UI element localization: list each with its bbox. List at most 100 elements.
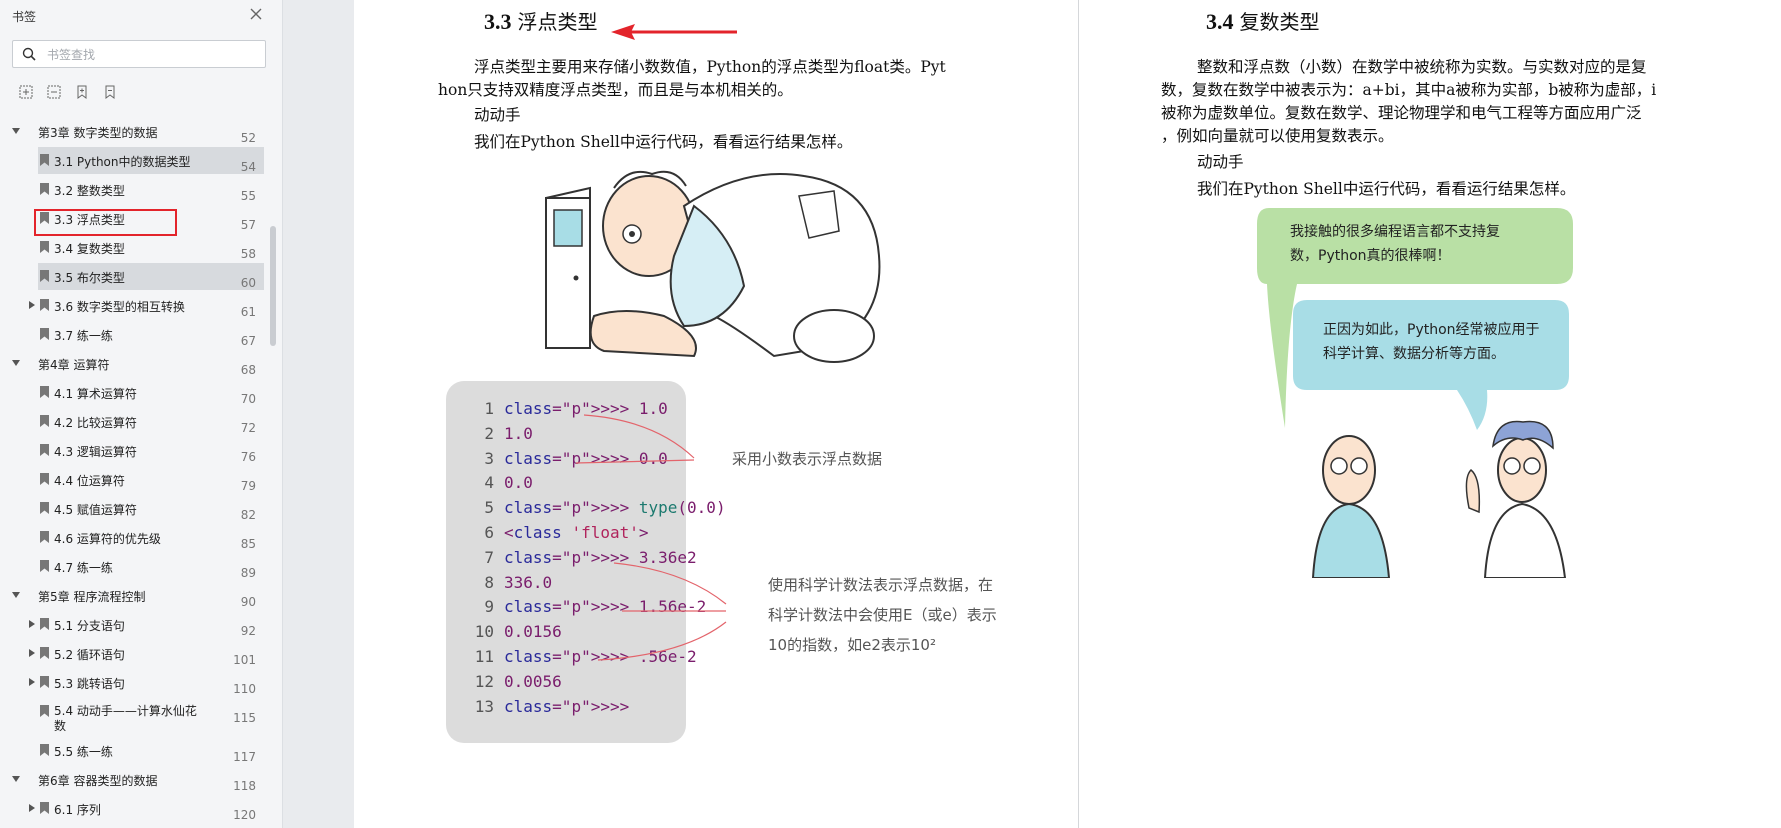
search-icon	[22, 47, 36, 61]
bookmark-icon	[40, 299, 49, 311]
collapse-all-icon[interactable]	[46, 84, 62, 100]
collapsed-arrow-icon[interactable]	[28, 649, 36, 657]
close-icon[interactable]	[248, 6, 264, 22]
red-arrow-annotation	[611, 24, 737, 40]
toc-item-label: 5.2 循环语句	[54, 648, 125, 662]
code-text: class="p">>>> 1.0	[504, 399, 668, 418]
bookmark-search-input[interactable]	[45, 44, 259, 66]
collapsed-arrow-icon[interactable]	[28, 678, 36, 686]
code-note-decimal: 采用小数表示浮点数据	[732, 450, 883, 468]
green-speech-bubble: 我接触的很多编程语言都不支持复 数，Python真的很棒啊！	[1290, 220, 1500, 268]
toc-item-page: 82	[240, 508, 256, 522]
toc-item-page: 70	[240, 392, 256, 406]
add-bookmark-icon[interactable]	[74, 84, 90, 100]
toc-item-label: 4.2 比较运算符	[54, 416, 137, 430]
sidebar-scrollbar[interactable]	[270, 226, 276, 346]
bookmark-icon	[40, 705, 49, 717]
bookmark-icon	[40, 618, 49, 630]
line-number: 6	[484, 523, 494, 542]
toc-item-label: 6.1 序列	[54, 803, 101, 817]
peeking-man-illustration	[545, 170, 881, 363]
bookmark-icon	[40, 531, 49, 543]
toc-item-label: 5.5 练一练	[54, 745, 113, 759]
toc-item[interactable]: 第5章 程序流程控制 90	[0, 582, 264, 611]
bookmark-icon	[40, 328, 49, 340]
bubble-text: 科学计算、数据分析等方面。	[1323, 346, 1505, 362]
collapsed-arrow-icon[interactable]	[28, 620, 36, 628]
section-title: 复数类型	[1239, 10, 1320, 34]
paragraph-line: ，例如向量就可以使用复数表示。	[1161, 127, 1394, 145]
code-text: class="p">>>> .56e-2	[504, 647, 697, 666]
remove-bookmark-icon[interactable]	[102, 84, 118, 100]
collapsed-arrow-icon[interactable]	[28, 804, 36, 812]
toc-item-label: 第5章 程序流程控制	[38, 590, 146, 604]
line-number: 10	[474, 622, 494, 642]
toc-item-page: 61	[240, 305, 256, 319]
toc-item-page: 89	[240, 566, 256, 580]
bookmark-icon	[40, 802, 49, 814]
line-number: 13	[474, 696, 494, 716]
expand-all-icon[interactable]	[18, 84, 34, 100]
code-text: class="p">>>> 3.36e2	[504, 547, 697, 567]
hands-on-label: 动动手	[1197, 153, 1244, 171]
paragraph-line: 数，复数在数学中被表示为：a+bi，其中a被称为实部，b被称为虚部，i	[1161, 81, 1657, 99]
bookmark-icon	[40, 212, 49, 224]
bookmark-icon	[40, 676, 49, 688]
line-number: 1	[484, 399, 494, 418]
blue-speech-bubble: 正因为如此，Python经常被应用于 科学计算、数据分析等方面。	[1323, 318, 1540, 366]
collapsed-arrow-icon[interactable]	[28, 301, 36, 309]
toc-item-page: 60	[240, 276, 256, 290]
sidebar-title: 书签	[12, 10, 37, 24]
toc-item-page: 76	[240, 450, 256, 464]
bookmark-search-box[interactable]	[12, 40, 266, 68]
paragraph-line: hon只支持双精度浮点类型，而且是与本机相关的。	[438, 81, 793, 99]
expand-arrow-icon[interactable]	[12, 127, 20, 135]
toc-item-label: 第4章 运算符	[38, 358, 110, 372]
line-number: 8	[484, 572, 494, 592]
toc-item-page: 120	[233, 808, 256, 822]
expand-arrow-icon[interactable]	[12, 591, 20, 599]
toc-item-label: 3.1 Python中的数据类型	[54, 155, 191, 169]
toc-item-page: 90	[240, 595, 256, 609]
expand-arrow-icon[interactable]	[12, 775, 20, 783]
bubble-text: 正因为如此，Python经常被应用于	[1323, 322, 1540, 338]
toc-item-label: 第3章 数字类型的数据	[38, 126, 158, 140]
code-note-scientific-2: 科学计数法中会使用E（或e）表示	[768, 606, 997, 624]
code-note-scientific-1: 使用科学计数法表示浮点数据，在	[768, 576, 994, 594]
line-number: 3	[484, 448, 494, 468]
toc-item[interactable]: 6.1 序列 120	[0, 795, 264, 824]
highlight-box	[34, 209, 177, 236]
toc-item-page: 110	[233, 682, 256, 696]
toc-item-page: 57	[240, 218, 256, 232]
conversation-illustration	[1257, 208, 1573, 578]
code-text: class="p">>>> 0.0	[504, 448, 668, 468]
bookmark-icon	[40, 502, 49, 514]
toc-item-label: 4.4 位运算符	[54, 474, 125, 488]
expand-arrow-icon[interactable]	[12, 359, 20, 367]
toc-item-label: 3.2 整数类型	[54, 184, 125, 198]
